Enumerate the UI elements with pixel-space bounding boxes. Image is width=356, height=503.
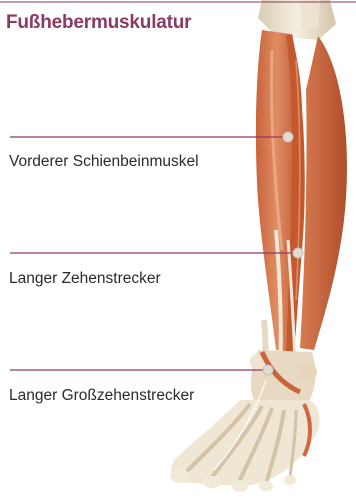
label-langer-zehenstrecker: Langer Zehenstrecker [9,270,161,288]
label-langer-grosszehenstrecker: Langer Großzehenstrecker [9,387,194,405]
label-vorderer-schienbeinmuskel: Vorderer Schienbeinmuskel [9,153,199,171]
marker-tibialis [283,132,293,142]
marker-extensor-digitorum [293,248,303,258]
calf-muscle [300,36,347,350]
figure-title: Fußhebermuskulatur [6,12,191,34]
marker-extensor-hallucis [263,365,273,375]
